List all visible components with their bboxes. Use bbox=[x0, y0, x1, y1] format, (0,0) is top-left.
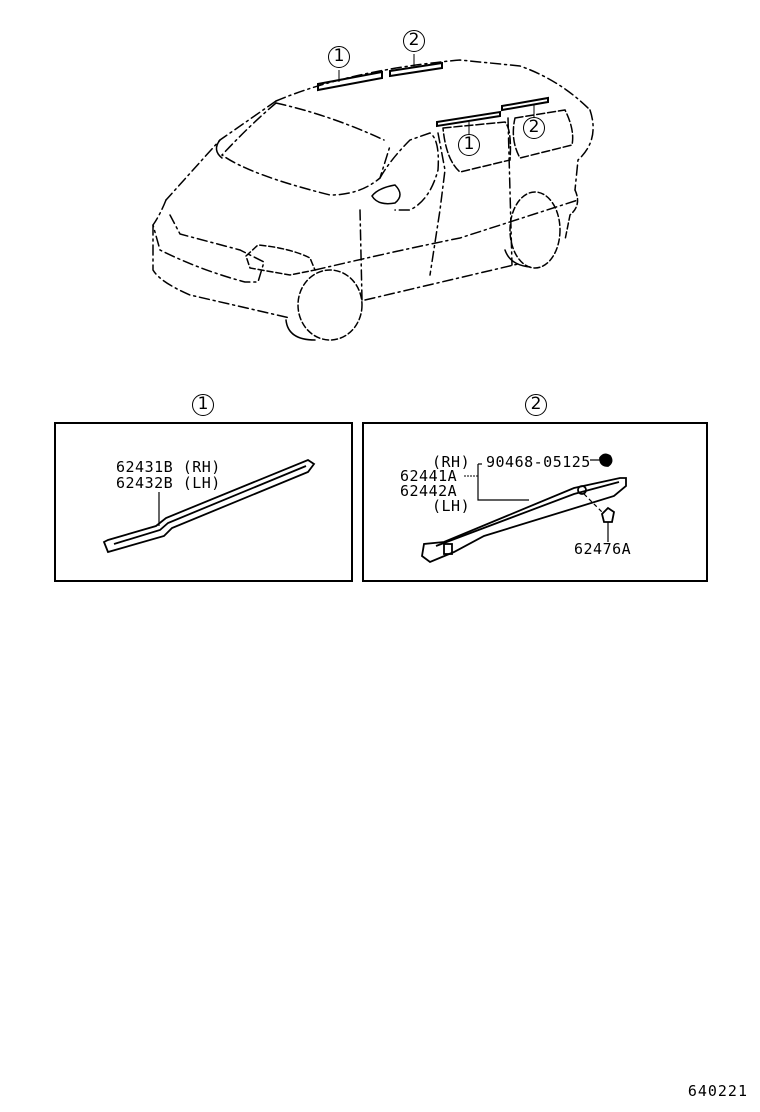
part-label-62432b: 62432B (LH) bbox=[116, 474, 221, 492]
vehicle-callout-1-side: 1 bbox=[458, 134, 480, 156]
part-label-62476a: 62476A bbox=[574, 540, 632, 558]
part-label-62431b: 62431B (RH) bbox=[116, 458, 221, 476]
part-label-62441a: 62441A bbox=[400, 467, 458, 485]
vehicle-callout-2-side: 2 bbox=[523, 117, 545, 139]
panel-1-box: 62431B (RH) 62432B (LH) bbox=[54, 422, 353, 582]
panel-1-callout: 1 bbox=[192, 394, 214, 416]
molding-2-illustration bbox=[421, 453, 627, 564]
part-label-90468-05125: 90468-05125 bbox=[486, 453, 591, 471]
vehicle-callout-1: 1 bbox=[328, 46, 350, 68]
vehicle-callout-2: 2 bbox=[403, 30, 425, 52]
vehicle-illustration bbox=[152, 54, 594, 341]
part-label-lh: (LH) bbox=[432, 497, 471, 515]
part-label-rh: (RH) bbox=[432, 453, 471, 471]
drawing-code: 640221 bbox=[687, 1082, 748, 1100]
molding-1-illustration bbox=[102, 458, 316, 554]
part-label-62442a: 62442A bbox=[400, 482, 458, 500]
panel-2-callout: 2 bbox=[525, 394, 547, 416]
panel-2-box: (RH) 62441A 62442A (LH) 90468-05125 6247… bbox=[362, 422, 708, 582]
